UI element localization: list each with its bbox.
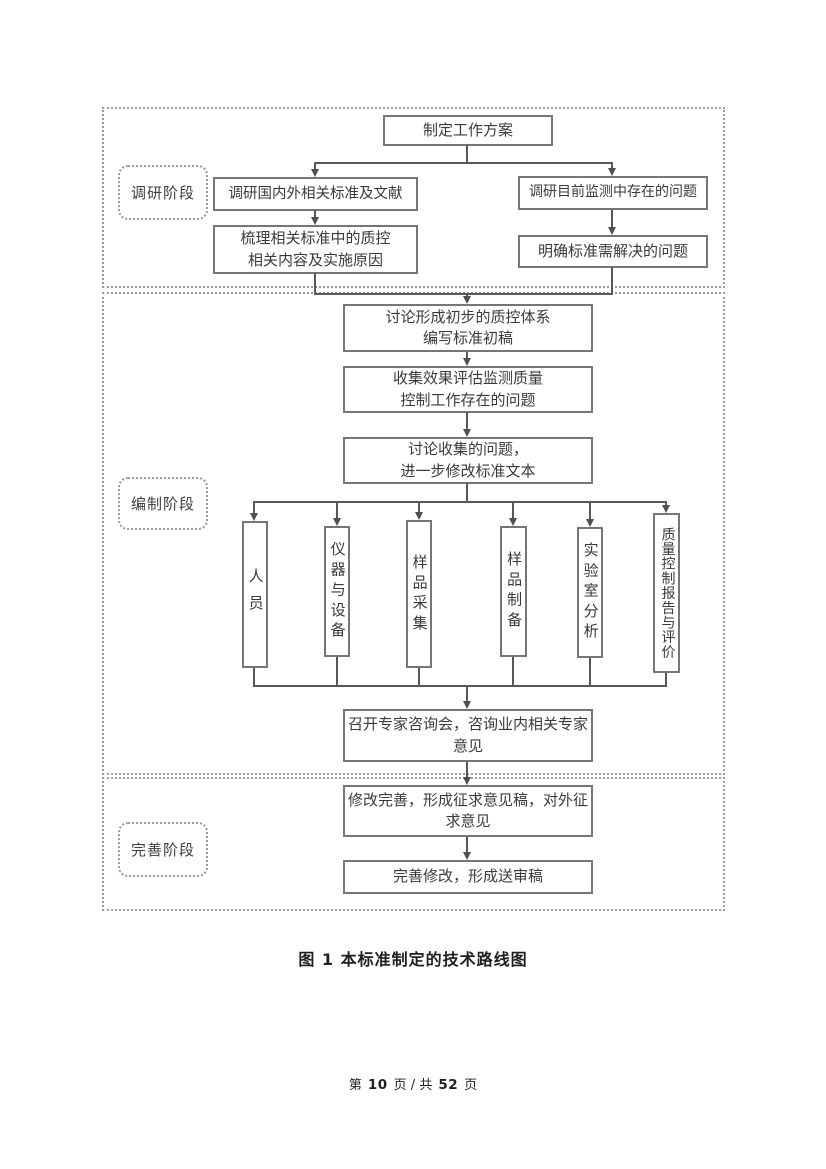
arrowhead-down-icon	[415, 512, 423, 520]
flow-node-plan: 制定工作方案	[383, 115, 553, 146]
connector-line	[466, 352, 468, 359]
arrowhead-down-icon	[608, 168, 616, 176]
finalizing-phase-frame	[102, 777, 725, 911]
arrowhead-down-icon	[463, 429, 471, 437]
phase-label-research: 调研阶段	[118, 165, 208, 220]
connector-line	[314, 293, 613, 295]
connector-line	[466, 837, 468, 852]
flow-node-draft-system: 讨论形成初步的质控体系 编写标准初稿	[343, 304, 593, 352]
arrowhead-down-icon	[311, 217, 319, 225]
flow-node-personnel: 人员	[242, 521, 268, 668]
arrowhead-down-icon	[463, 701, 471, 709]
arrowhead-down-icon	[463, 358, 471, 366]
connector-line	[512, 657, 514, 686]
phase-label-drafting: 编制阶段	[118, 477, 208, 530]
arrowhead-down-icon	[463, 296, 471, 304]
connector-line	[589, 658, 591, 686]
connector-line	[611, 210, 613, 227]
connector-line	[314, 162, 613, 164]
flow-node-clarify-problems: 明确标准需解决的问题	[518, 235, 708, 268]
arrowhead-down-icon	[333, 518, 341, 526]
footer-suffix: 页	[464, 1078, 478, 1093]
flow-node-sort-qc-content: 梳理相关标准中的质控 相关内容及实施原因	[213, 225, 418, 274]
flow-node-discuss-revise: 讨论收集的问题， 进一步修改标准文本	[343, 437, 593, 484]
page-footer: 第 10 页 / 共 52 页	[0, 1074, 826, 1093]
connector-line	[314, 163, 316, 169]
arrowhead-down-icon	[463, 777, 471, 785]
connector-line	[466, 762, 468, 778]
phase-label-drafting-text: 编制阶段	[130, 495, 195, 513]
connector-line	[336, 657, 338, 686]
flow-node-final-draft: 完善修改，形成送审稿	[343, 860, 593, 894]
arrowhead-down-icon	[250, 513, 258, 521]
connector-line	[665, 673, 667, 686]
flow-node-sampling: 样品采集	[406, 520, 432, 668]
connector-line	[314, 210, 316, 218]
flow-node-qc-report: 质量控制报告与评价	[653, 513, 680, 673]
research-phase-frame	[102, 107, 725, 288]
connector-line	[466, 687, 468, 701]
connector-line	[611, 267, 613, 295]
connector-line	[512, 502, 514, 519]
arrowhead-down-icon	[662, 505, 670, 513]
flow-node-lab-analysis: 实验室分析	[577, 527, 603, 658]
flow-node-expert-consult: 召开专家咨询会，咨询业内相关专家 意见	[343, 709, 593, 762]
arrowhead-down-icon	[586, 519, 594, 527]
connector-line	[418, 502, 420, 513]
flow-node-sample-prep: 样品制备	[500, 526, 527, 657]
footer-prefix: 第	[348, 1078, 362, 1093]
connector-line	[665, 502, 667, 506]
phase-label-finalizing: 完善阶段	[118, 822, 208, 877]
connector-line	[589, 502, 591, 520]
flow-node-survey-problems: 调研目前监测中存在的问题	[518, 176, 708, 210]
connector-line	[253, 501, 667, 503]
footer-page-number: 10	[367, 1077, 388, 1093]
flow-node-draft-for-comments: 修改完善，形成征求意见稿，对外征 求意见	[343, 785, 593, 837]
arrowhead-down-icon	[509, 518, 517, 526]
connector-line	[253, 668, 255, 686]
arrowhead-down-icon	[311, 169, 319, 177]
phase-label-finalizing-text: 完善阶段	[130, 841, 195, 859]
flow-node-survey-standards: 调研国内外相关标准及文献	[213, 177, 418, 211]
flow-node-instruments: 仪器与设备	[324, 526, 350, 657]
footer-separator: 页 / 共	[393, 1078, 433, 1093]
connector-line	[253, 502, 255, 514]
connector-line	[314, 273, 316, 295]
phase-label-research-text: 调研阶段	[130, 184, 195, 202]
connector-line	[466, 483, 468, 502]
flow-node-collect-issues: 收集效果评估监测质量 控制工作存在的问题	[343, 366, 593, 413]
connector-line	[611, 163, 613, 168]
footer-total-pages: 52	[438, 1077, 459, 1093]
arrowhead-down-icon	[608, 227, 616, 235]
connector-line	[336, 502, 338, 519]
connector-line	[418, 668, 420, 686]
connector-line	[466, 145, 468, 163]
connector-line	[253, 685, 667, 687]
arrowhead-down-icon	[463, 852, 471, 860]
figure-caption: 图 1 本标准制定的技术路线图	[298, 950, 528, 969]
connector-line	[466, 412, 468, 430]
